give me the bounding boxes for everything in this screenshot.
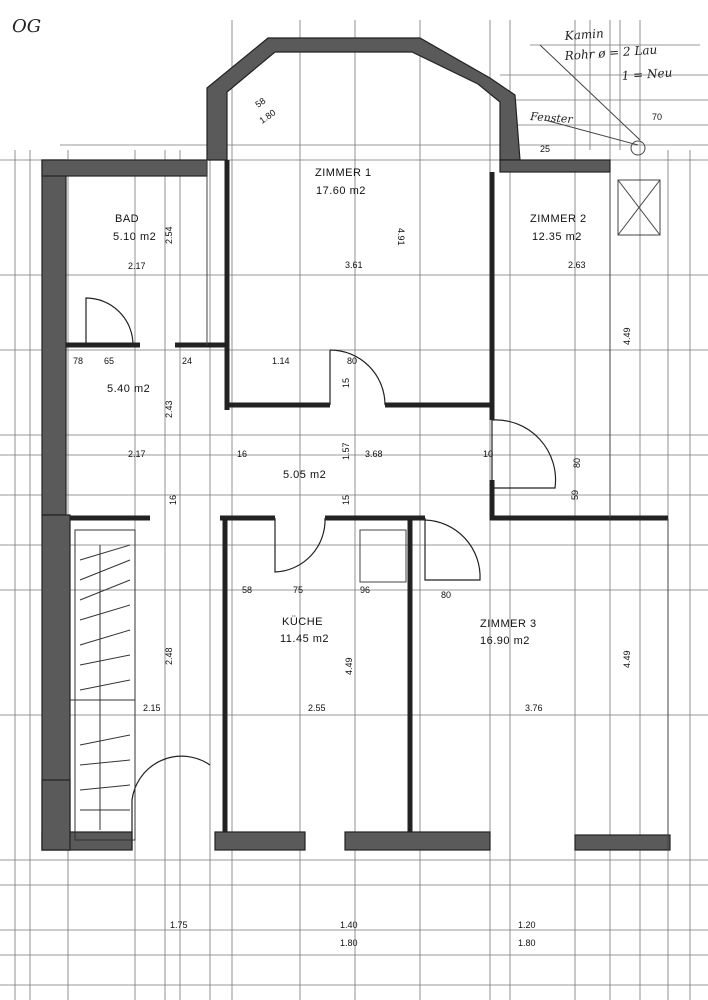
dim-k80: 80 bbox=[441, 590, 451, 600]
dim-z3-height: 4.49 bbox=[622, 650, 632, 668]
dim-368: 3.68 bbox=[365, 449, 383, 459]
room-area-zimmer3: 16.90 m2 bbox=[480, 635, 530, 647]
dim-k75: 75 bbox=[293, 585, 303, 595]
door-bad bbox=[85, 297, 134, 346]
dim-bottom-180: 1.80 bbox=[340, 938, 358, 948]
exterior-walls bbox=[41, 37, 671, 851]
dim-k-width: 2.55 bbox=[308, 703, 326, 713]
room-name-zimmer2: ZIMMER 2 bbox=[530, 213, 587, 225]
dim-bad-width: 2.17 bbox=[128, 261, 146, 271]
dim-z2-width: 2.63 bbox=[568, 260, 586, 270]
dim-k96: 96 bbox=[360, 585, 370, 595]
dim-z2-height: 4.49 bbox=[622, 327, 632, 345]
dim-kamin-25: 25 bbox=[540, 144, 550, 154]
staircase bbox=[70, 529, 136, 841]
door-zimmer3 bbox=[424, 518, 481, 581]
dim-bottom-180b: 1.80 bbox=[518, 938, 536, 948]
wall-bay-window bbox=[206, 37, 521, 161]
wall-left-upper bbox=[41, 159, 67, 516]
wall-bottom-right bbox=[574, 834, 671, 851]
dim-16b: 16 bbox=[168, 495, 178, 505]
level-label: OG bbox=[12, 16, 41, 37]
note-kamin: Kamin bbox=[563, 26, 604, 43]
note-neu: 1 = Neu bbox=[621, 65, 673, 82]
wall-bottom-mid2 bbox=[344, 831, 491, 851]
door-stair bbox=[131, 755, 211, 850]
wall-top-bad bbox=[41, 159, 208, 177]
dim-80a: 80 bbox=[347, 356, 357, 366]
dim-157: 1.57 bbox=[341, 442, 351, 460]
dim-bay-58: 58 bbox=[253, 96, 267, 110]
note-rohr: Rohr ø = 2 Lau bbox=[563, 43, 657, 64]
room-area-bad: 5.10 m2 bbox=[113, 231, 156, 243]
room-area-zimmer1: 17.60 m2 bbox=[316, 185, 366, 197]
dim-65: 65 bbox=[104, 356, 114, 366]
door-kueche bbox=[274, 517, 326, 573]
dim-k-height: 4.49 bbox=[344, 657, 354, 675]
dim-flur-height: 2.43 bbox=[164, 400, 174, 418]
dim-z3-width: 3.76 bbox=[525, 703, 543, 713]
room-labels: BAD 5.10 m2 ZIMMER 1 17.60 m2 ZIMMER 2 1… bbox=[107, 167, 587, 647]
room-name-kueche: KÜCHE bbox=[282, 616, 323, 628]
dim-bad-height: 2.54 bbox=[164, 226, 174, 244]
dim-z1-width: 3.61 bbox=[345, 260, 363, 270]
doors bbox=[85, 297, 557, 850]
dim-stair-height: 2.48 bbox=[164, 647, 174, 665]
dim-10: 10 bbox=[483, 449, 493, 459]
dim-80b: 80 bbox=[572, 458, 582, 468]
dim-kamin-70: 70 bbox=[652, 112, 662, 122]
room-name-zimmer3: ZIMMER 3 bbox=[480, 618, 537, 630]
dim-k58: 58 bbox=[242, 585, 252, 595]
room-name-zimmer1: ZIMMER 1 bbox=[315, 167, 372, 179]
wall-bottom-mid bbox=[214, 831, 306, 851]
room-name-bad: BAD bbox=[115, 213, 139, 225]
dim-24: 24 bbox=[182, 356, 192, 366]
dim-78: 78 bbox=[73, 356, 83, 366]
dim-bottom-175: 1.75 bbox=[170, 920, 188, 930]
chimney bbox=[617, 140, 661, 236]
note-fenster: Fenster bbox=[529, 110, 574, 126]
dim-59: 59 bbox=[570, 490, 580, 500]
interior-walls bbox=[66, 160, 669, 850]
room-area-flur: 5.05 m2 bbox=[283, 469, 326, 481]
dim-bay-180: 1.80 bbox=[257, 107, 277, 125]
handwritten-notes: OG Kamin Rohr ø = 2 Lau 1 = Neu Fenster bbox=[12, 16, 673, 146]
room-area-zimmer2: 12.35 m2 bbox=[532, 231, 582, 243]
dim-114: 1.14 bbox=[272, 356, 290, 366]
dim-16: 16 bbox=[237, 449, 247, 459]
dim-15: 15 bbox=[341, 378, 351, 388]
dim-bottom-140: 1.40 bbox=[340, 920, 358, 930]
wall-top-z2 bbox=[499, 159, 611, 173]
room-area-kueche: 11.45 m2 bbox=[280, 633, 329, 645]
dimension-labels: 58 1.80 3.61 4.91 2.17 2.54 2.63 4.49 78… bbox=[73, 96, 662, 948]
door-zimmer1 bbox=[329, 349, 386, 406]
dim-stair-width: 2.15 bbox=[143, 703, 161, 713]
dim-bottom-120: 1.20 bbox=[518, 920, 536, 930]
wall-left-bottom-corner bbox=[41, 779, 71, 851]
room-area-flur-small: 5.40 m2 bbox=[107, 383, 150, 395]
door-zimmer2 bbox=[491, 419, 557, 489]
dim-15b: 15 bbox=[341, 495, 351, 505]
dim-flur-width: 2.17 bbox=[128, 449, 146, 459]
dim-z1-height: 4.91 bbox=[396, 228, 406, 246]
